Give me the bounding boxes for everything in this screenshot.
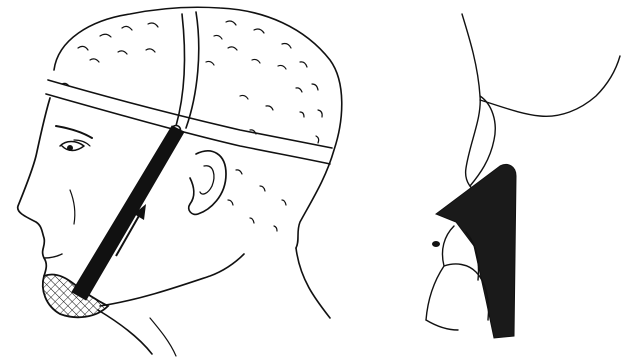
ear-inner	[200, 166, 214, 194]
chin-cup-elastic-strap	[72, 126, 184, 300]
jaw-line	[100, 254, 244, 306]
lower-jaw-contour	[426, 320, 458, 330]
upper-palate-contour	[480, 56, 620, 116]
face-profile	[18, 98, 50, 276]
pupil	[67, 145, 73, 151]
mouth-line	[44, 254, 62, 258]
head-outline	[54, 7, 342, 248]
lower-incisor-outline	[426, 226, 454, 320]
neck-front	[98, 310, 152, 354]
cheek-line	[70, 190, 75, 224]
chin-cup	[43, 274, 108, 317]
neck-back	[296, 248, 330, 318]
incisor-appliance-panel	[426, 14, 620, 338]
ear	[189, 151, 226, 214]
throat-line	[150, 318, 176, 356]
reference-point-marker	[432, 241, 440, 247]
headgear-vertical-strap-back	[186, 12, 199, 128]
headgear-band-bottom-edge	[46, 94, 330, 164]
headgear-vertical-strap-front	[176, 14, 184, 126]
head-profile-panel	[18, 7, 342, 356]
eyebrow	[56, 126, 92, 138]
